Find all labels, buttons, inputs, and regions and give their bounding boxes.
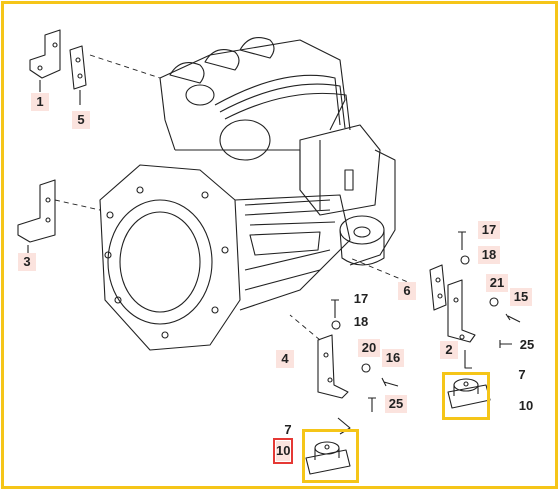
highlight-mount-right [442,372,490,420]
callout-18-left[interactable]: 18 [353,314,369,329]
engine-block [99,37,396,351]
callout-21[interactable]: 21 [486,274,508,292]
rubber-mount-bottom [305,417,351,475]
callout-7-right[interactable]: 7 [518,367,526,382]
callout-20[interactable]: 20 [358,339,380,357]
callout-16[interactable]: 16 [382,349,404,367]
bracket-5 [69,45,87,105]
callout-1[interactable]: 1 [31,93,49,111]
callout-17-left[interactable]: 17 [353,291,369,306]
fasteners [331,231,521,412]
callout-10-left-selected[interactable]: 10 [272,438,294,464]
callout-4[interactable]: 4 [276,350,294,368]
callout-10-right[interactable]: 10 [518,398,534,413]
callout-7-left[interactable]: 7 [284,422,292,437]
bracket-1 [29,29,61,92]
callout-25-right[interactable]: 25 [519,337,535,352]
callout-18-right[interactable]: 18 [478,246,500,264]
rubber-mount-right [447,378,491,409]
callout-6[interactable]: 6 [398,282,416,300]
bracket-6 [429,264,447,311]
leader-lines [54,54,416,341]
callout-3[interactable]: 3 [18,253,36,271]
callout-15[interactable]: 15 [510,288,532,306]
bracket-4 [317,334,349,399]
highlight-mount-bottom [302,429,359,483]
callout-25-left[interactable]: 25 [385,395,407,413]
callout-2[interactable]: 2 [440,341,458,359]
callout-5[interactable]: 5 [72,111,90,129]
bracket-3 [17,179,56,255]
callout-17-right[interactable]: 17 [478,221,500,239]
